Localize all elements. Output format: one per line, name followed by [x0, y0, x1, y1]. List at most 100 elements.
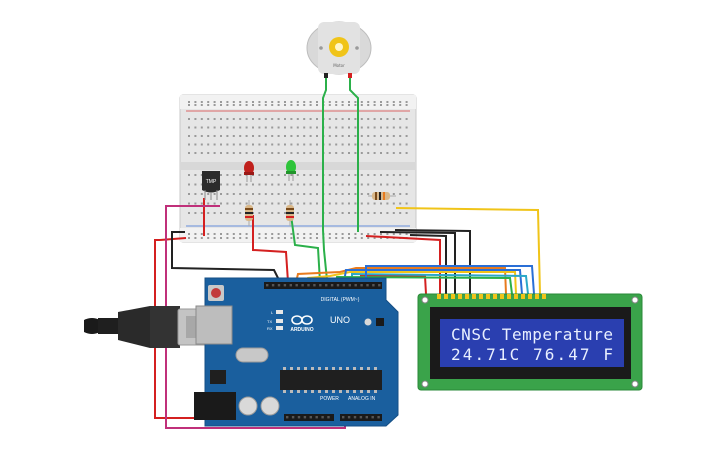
header-pin: [365, 416, 368, 419]
breadboard-hole: [200, 126, 203, 129]
breadboard-hole: [220, 183, 222, 186]
breadboard-hole: [284, 193, 286, 195]
dc-motor[interactable]: Motor: [306, 21, 372, 78]
breadboard-hole: [252, 152, 254, 154]
breadboard-hole: [335, 202, 338, 205]
breadboard-hole: [316, 135, 318, 137]
breadboard-hole: [239, 104, 242, 106]
breadboard-hole: [239, 101, 242, 103]
header-pin: [286, 416, 289, 419]
wire-green: [290, 214, 321, 283]
breadboard-hole: [392, 233, 395, 235]
breadboard-hole: [252, 183, 254, 186]
breadboard-hole: [271, 193, 274, 195]
breadboard-hole: [284, 152, 286, 154]
breadboard-hole: [405, 152, 408, 154]
breadboard-hole: [380, 174, 382, 176]
breadboard-hole: [188, 212, 190, 214]
chip-pin: [325, 390, 328, 393]
resistors[interactable]: [245, 192, 396, 226]
breadboard-hole: [226, 193, 229, 195]
breadboard-hole: [213, 212, 216, 214]
breadboard-hole: [303, 212, 306, 214]
breadboard-hole: [245, 152, 248, 154]
breadboard-hole: [264, 104, 267, 106]
breadboard-hole: [386, 152, 389, 154]
breadboard-hole: [200, 212, 203, 214]
breadboard-hole: [296, 174, 299, 176]
breadboard-hole: [380, 143, 382, 146]
breadboard-hole: [360, 126, 363, 129]
breadboard-hole: [213, 237, 216, 239]
wire-red: [252, 215, 289, 283]
breadboard-hole: [328, 202, 331, 205]
breadboard-hole: [316, 237, 318, 239]
breadboard-hole: [348, 174, 350, 176]
breadboard-hole: [367, 101, 370, 103]
breadboard-hole: [296, 135, 299, 137]
power-jack: [194, 392, 236, 420]
breadboard-hole: [207, 237, 210, 239]
lcd-module[interactable]: CNSC Temperature 24.71C 76.47 F: [417, 293, 643, 391]
breadboard-hole: [341, 237, 344, 239]
lcd-pin: [465, 294, 469, 299]
breadboard-hole: [271, 233, 274, 235]
breadboard-hole: [354, 183, 357, 186]
lcd-pin: [528, 294, 532, 299]
breadboard-hole: [239, 126, 242, 129]
breadboard-hole: [277, 101, 280, 103]
breadboard-hole: [290, 143, 293, 146]
breadboard-hole: [399, 135, 402, 137]
breadboard-hole: [316, 118, 318, 120]
breadboard-hole: [405, 202, 408, 205]
breadboard[interactable]: [179, 94, 417, 243]
breadboard-hole: [277, 143, 280, 146]
breadboard-hole: [386, 126, 389, 129]
power-label: POWER: [320, 396, 339, 402]
breadboard-hole: [399, 174, 402, 176]
breadboard-hole: [296, 233, 299, 235]
breadboard-hole: [341, 135, 344, 137]
breadboard-hole: [226, 118, 229, 120]
breadboard-hole: [309, 101, 312, 103]
breadboard-hole: [316, 174, 318, 176]
breadboard-hole: [341, 183, 344, 186]
breadboard-hole: [296, 126, 299, 129]
breadboard-hole: [386, 174, 389, 176]
red-led[interactable]: [244, 161, 254, 182]
breadboard-hole: [290, 183, 293, 186]
l-label: L: [271, 310, 274, 315]
breadboard-hole: [405, 233, 408, 235]
breadboard-hole: [309, 118, 312, 120]
header-pin: [301, 284, 304, 287]
breadboard-hole: [258, 193, 261, 195]
arduino-uno-board[interactable]: DIGITAL (PWM~) L TX RX ARDUINO UNO POWER…: [194, 277, 399, 427]
breadboard-hole: [309, 174, 312, 176]
chip-pin: [353, 390, 356, 393]
chip-pin: [339, 367, 342, 370]
green-led[interactable]: [286, 160, 296, 181]
breadboard-hole: [200, 101, 203, 103]
breadboard-hole: [380, 101, 382, 103]
breadboard-hole: [232, 143, 235, 146]
breadboard-hole: [354, 152, 357, 154]
breadboard-hole: [405, 193, 408, 195]
breadboard-hole: [399, 183, 402, 186]
temperature-sensor[interactable]: TMP: [202, 171, 220, 200]
chip-pin: [297, 390, 300, 393]
breadboard-hole: [309, 237, 312, 239]
breadboard-hole: [392, 135, 395, 137]
digital-label: DIGITAL (PWM~): [321, 297, 360, 303]
breadboard-hole: [380, 152, 382, 154]
breadboard-hole: [373, 118, 376, 120]
breadboard-hole: [252, 101, 254, 103]
breadboard-hole: [405, 118, 408, 120]
breadboard-hole: [207, 212, 210, 214]
breadboard-hole: [399, 193, 402, 195]
lcd-pin: [479, 294, 483, 299]
breadboard-hole: [328, 104, 331, 106]
lcd-pin: [437, 294, 441, 299]
breadboard-hole: [328, 212, 331, 214]
breadboard-hole: [309, 143, 312, 146]
